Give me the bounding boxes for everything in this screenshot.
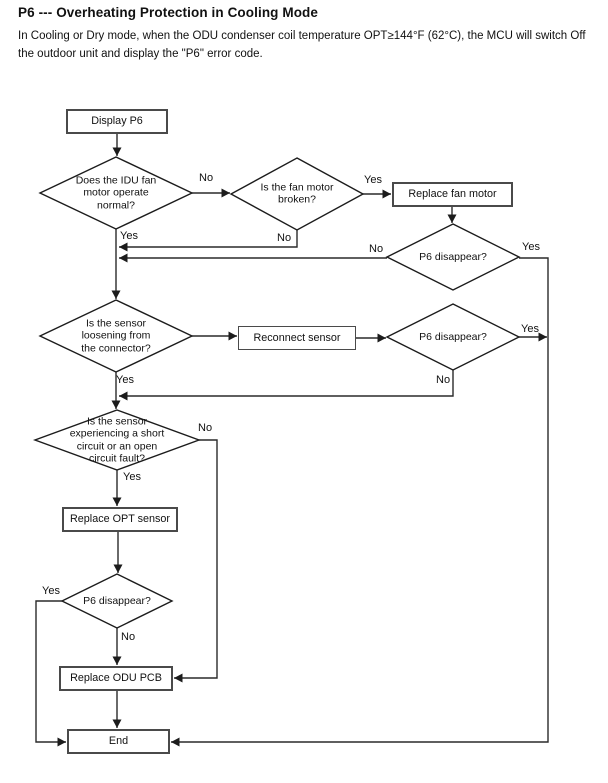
edge-label-no-shortcircuit: No [198,422,213,434]
decision-text-p6-disappear-2: P6 disappear? [419,330,487,343]
edge-label-no-p6disappear2: No [436,374,451,386]
decision-text-idu-fan-normal: Does the IDU fan motor operate normal? [75,174,157,212]
edge-label-yes-idufan: Yes [120,230,138,242]
decision-text-sensor-short-circuit: Is the sensor experiencing a short circu… [69,415,165,465]
decision-text-p6-disappear-3: P6 disappear? [83,594,151,607]
edge-label-yes-p6disappear1: Yes [522,241,540,253]
edge-p6disappear3-yes-to-end [35,600,66,747]
decision-text-p6-disappear-1: P6 disappear? [419,250,487,263]
edge-label-yes-fanbroken: Yes [364,174,382,186]
edge-label-no-p6disappear1: No [369,243,384,255]
edge-label-yes-p6disappear2: Yes [521,323,539,335]
edge-label-no-fanbroken: No [277,232,292,244]
edge-p6disappear2-no-return [119,370,454,401]
edge-p6disappear1-yes-to-end [171,257,549,747]
edge-label-yes-shortcircuit: Yes [123,471,141,483]
decision-p6-disappear-1 [385,223,521,291]
node-display-p6: Display P6 [66,109,168,134]
edge-shortcircuit-no-to-replacepcb [174,439,218,683]
edge-label-yes-p6disappear3: Yes [42,585,60,597]
node-reconnect-sensor: Reconnect sensor [238,326,356,350]
edge-label-no-p6disappear3: No [121,631,136,643]
page-title: P6 --- Overheating Protection in Cooling… [18,5,319,20]
decision-text-fan-motor-broken: Is the fan motor broken? [260,181,334,206]
node-replace-opt-sensor: Replace OPT sensor [62,507,178,532]
decision-fan-motor-broken [229,157,365,231]
decision-p6-disappear-2 [385,303,521,371]
decision-text-sensor-loosening: Is the sensor loosening from the connect… [81,317,151,355]
node-replace-odu-pcb: Replace ODU PCB [59,666,173,691]
decision-sensor-loosening [38,299,194,373]
decision-p6-disappear-3 [60,573,174,629]
page-description: In Cooling or Dry mode, when the ODU con… [18,30,586,60]
edge-fanbroken-no-return [119,230,298,252]
decision-sensor-short-circuit [32,409,202,471]
decision-idu-fan-normal [38,156,194,230]
edge-label-yes-loosening: Yes [116,374,134,386]
edge-label-no-idufan: No [199,172,214,184]
node-replace-fan-motor: Replace fan motor [392,182,513,207]
node-end: End [67,729,170,754]
